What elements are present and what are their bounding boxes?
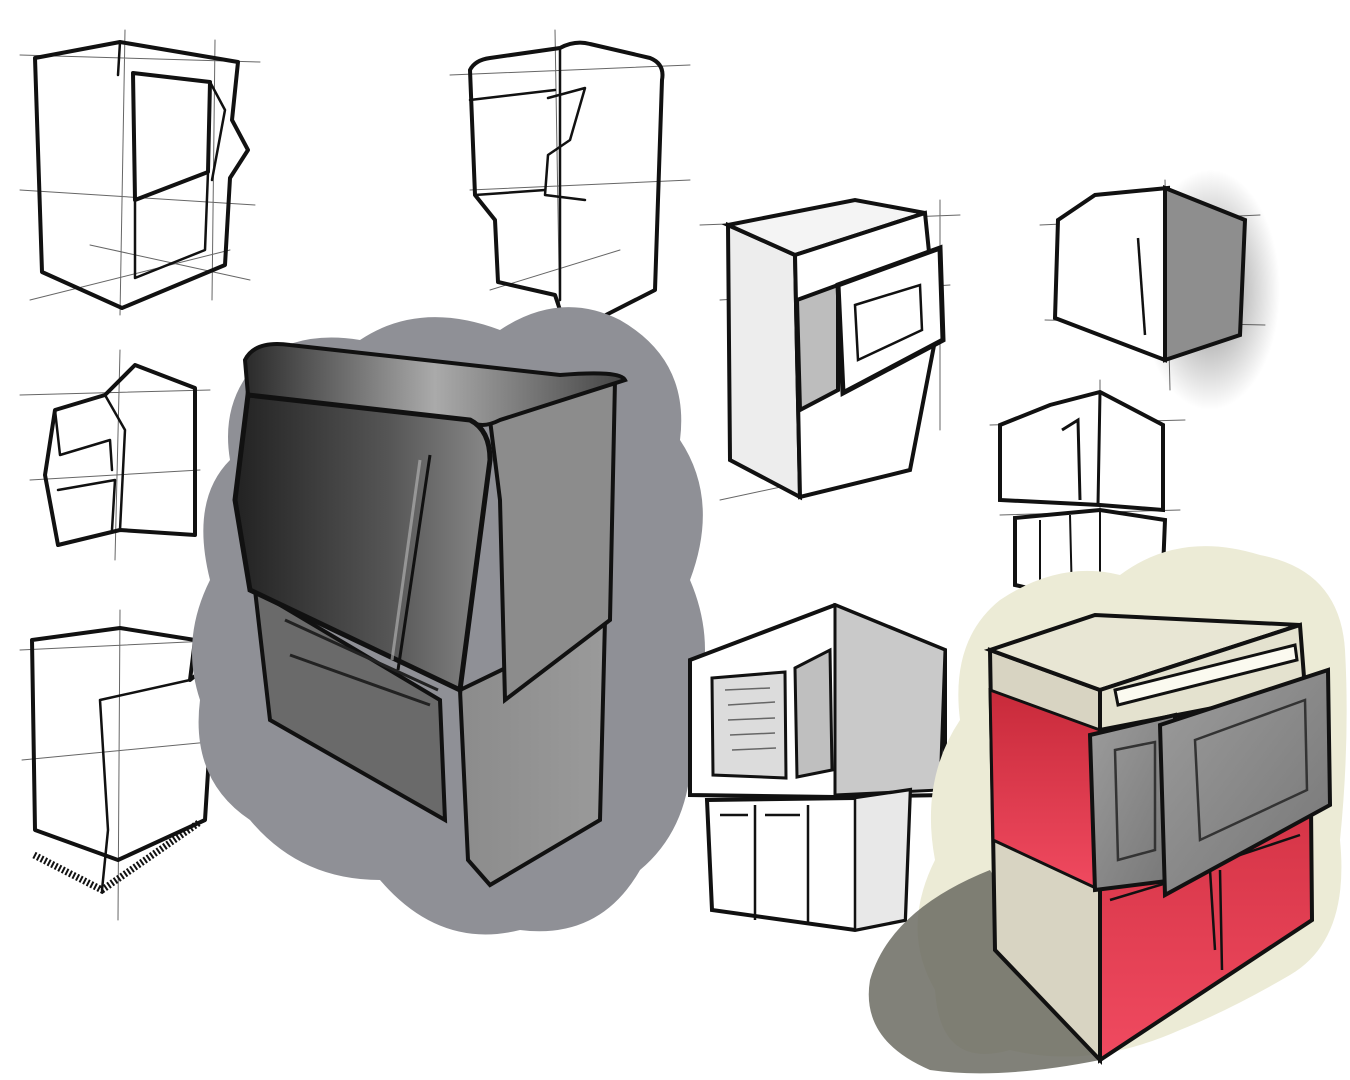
- tall-cabinet-wireframe: [19, 29, 261, 316]
- cube-with-shadow: [1039, 170, 1280, 410]
- arcade-cabinet-wireframe: [449, 29, 691, 331]
- red-appliance-render: [868, 546, 1347, 1074]
- small-kiosk-wireframe: [19, 349, 211, 561]
- dark-hood-cabinet: [192, 307, 705, 935]
- two-tier-cabinet: [688, 602, 947, 933]
- floor-shadow: [868, 870, 1100, 1074]
- wall-oven-box: [699, 197, 961, 501]
